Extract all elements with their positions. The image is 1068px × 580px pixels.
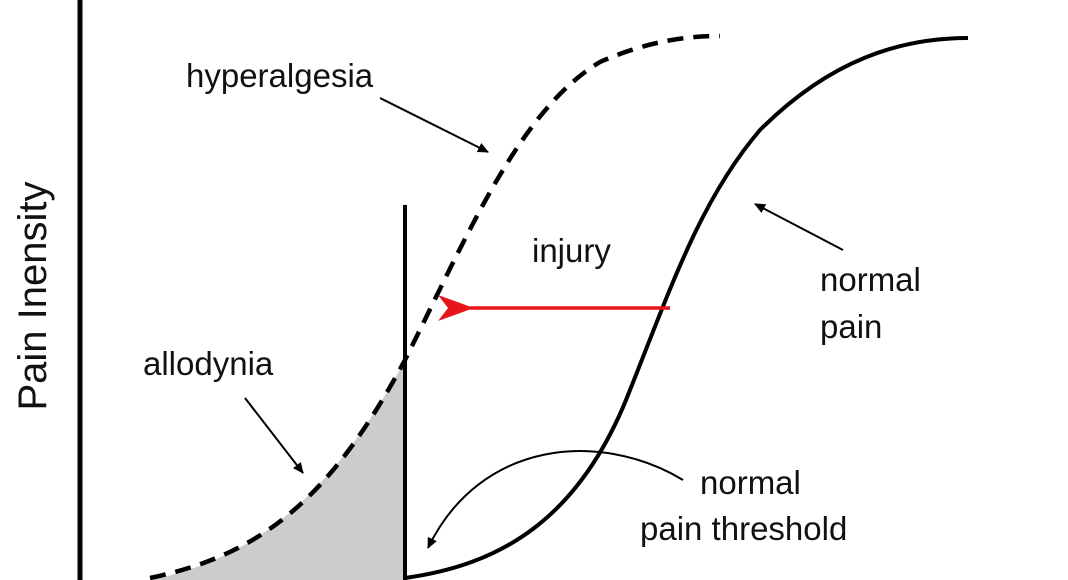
normal-pain-curve xyxy=(404,36,969,580)
injury-label: injury xyxy=(532,232,611,269)
threshold-pointer-arrow xyxy=(427,450,684,549)
allodynia-shaded-region xyxy=(150,360,405,580)
hyperalgesia-curve xyxy=(149,33,721,580)
allodynia-label: allodynia xyxy=(143,345,274,382)
normal-pain-label-line1: normal xyxy=(820,261,921,298)
hyperalgesia-label: hyperalgesia xyxy=(186,57,374,94)
normal-pain-label-line2: pain xyxy=(820,308,882,345)
hyperalgesia-pointer-arrow xyxy=(379,97,489,153)
normal-pain-pointer-arrow xyxy=(754,203,844,251)
threshold-label-line2: pain threshold xyxy=(640,510,847,547)
allodynia-pointer-arrow xyxy=(244,397,304,474)
threshold-label-line1: normal xyxy=(700,464,801,501)
y-axis-label: Pain Inensity xyxy=(11,181,55,410)
